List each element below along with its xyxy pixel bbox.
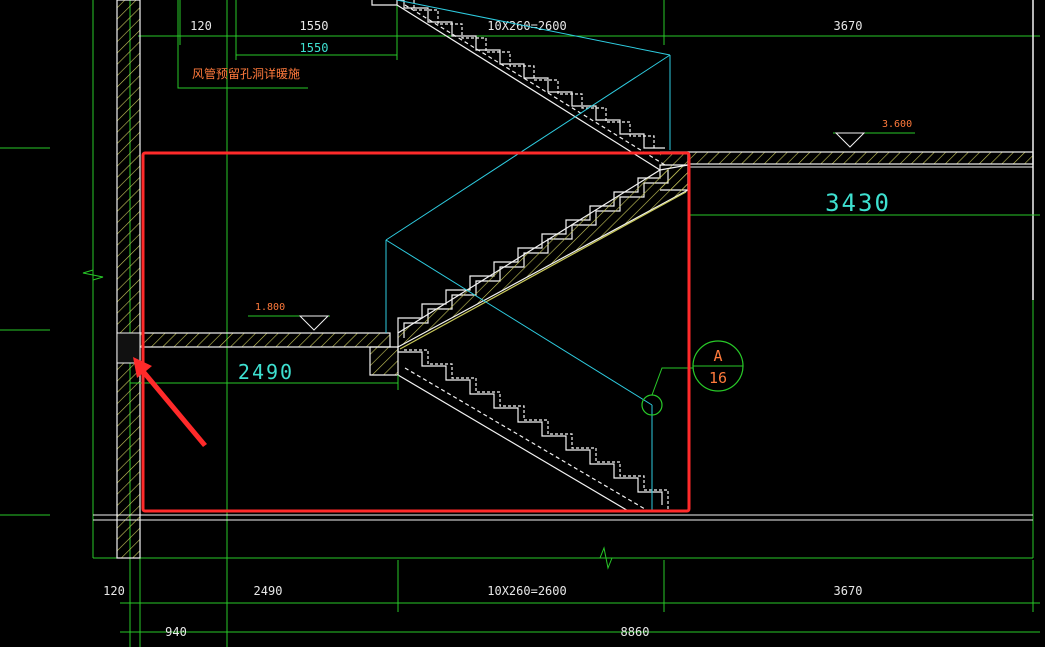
highlight-annotation bbox=[133, 151, 691, 513]
floor-line bbox=[93, 514, 1033, 521]
left-wall bbox=[116, 0, 141, 559]
bottom-dim-120: 120 bbox=[103, 584, 125, 598]
top-dim-3670: 3670 bbox=[834, 19, 863, 33]
duct-opening-note: 风管预留孔洞详暖施 bbox=[177, 0, 308, 89]
top-sub-dim-1550: 1550 bbox=[300, 41, 329, 55]
detail-callout-bubble[interactable]: A 16 bbox=[641, 340, 744, 416]
duct-opening-note-text: 风管预留孔洞详暖施 bbox=[192, 66, 300, 81]
middle-landing-slab bbox=[116, 332, 399, 376]
bottom-dim-2490: 2490 bbox=[254, 584, 283, 598]
projection-lines bbox=[385, 0, 671, 512]
dimension-2490-text: 2490 bbox=[238, 360, 294, 384]
top-dimension-chain: 120 1550 10X260=2600 3670 1550 bbox=[138, 0, 1040, 60]
detail-bubble-letter: A bbox=[713, 347, 722, 365]
elevation-marker-upper: 3.600 bbox=[833, 119, 915, 148]
highlight-box bbox=[141, 151, 691, 513]
top-dim-120: 120 bbox=[190, 19, 212, 33]
elevation-1800: 1.800 bbox=[255, 302, 285, 313]
detail-bubble-number: 16 bbox=[709, 369, 727, 387]
bottom-dim-3670: 3670 bbox=[834, 584, 863, 598]
bottom-dim-940: 940 bbox=[165, 625, 187, 639]
red-arrow-icon bbox=[133, 357, 207, 447]
bottom-dim-8860: 8860 bbox=[621, 625, 650, 639]
dimension-3430: 3430 bbox=[687, 189, 1040, 225]
dimension-2490: 2490 bbox=[130, 360, 399, 390]
upper-stair-flight bbox=[371, 0, 666, 171]
bottom-dimension-chain: 120 2490 10X260=2600 3670 940 8860 bbox=[103, 560, 1040, 639]
elevation-marker-middle: 1.800 bbox=[248, 302, 330, 331]
dimension-3430-text: 3430 bbox=[825, 189, 891, 217]
elevation-3600: 3.600 bbox=[882, 119, 912, 130]
middle-stair-flight bbox=[397, 164, 689, 350]
top-dim-1550: 1550 bbox=[300, 19, 329, 33]
upper-landing-slab bbox=[660, 0, 1034, 300]
lower-stair-flight bbox=[397, 347, 669, 513]
bottom-dim-stair-run: 10X260=2600 bbox=[487, 584, 566, 598]
